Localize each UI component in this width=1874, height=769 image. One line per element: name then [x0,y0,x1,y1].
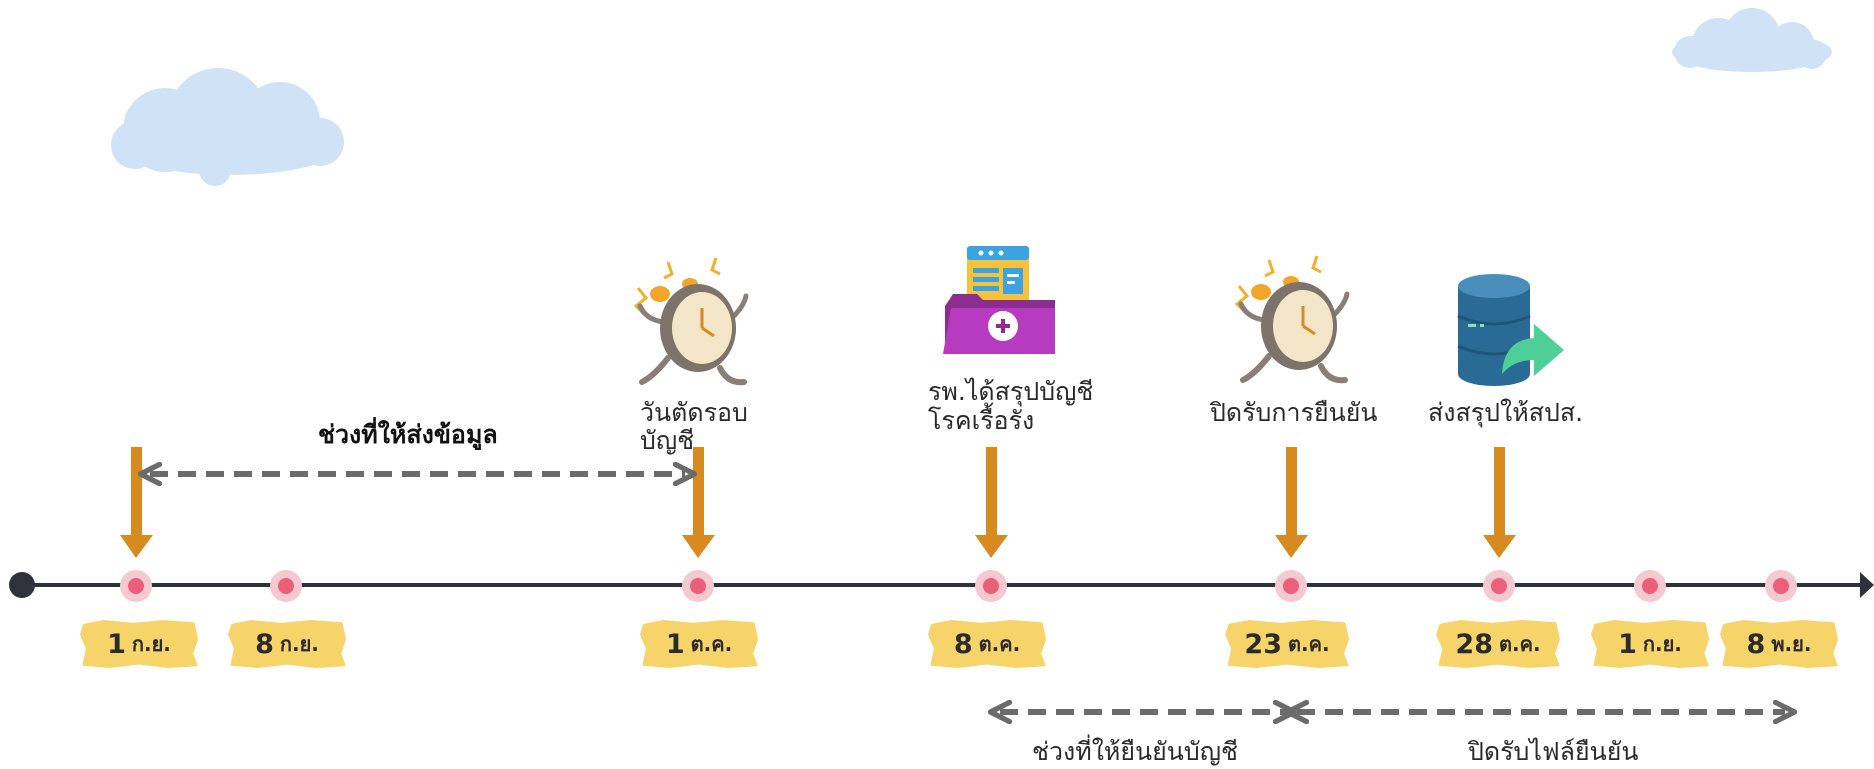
down-arrow-icon [1483,447,1516,558]
database-send-icon [1457,274,1564,386]
cutoff-label-line1: วันตัดรอบ [640,398,748,427]
cloud-icon [111,68,344,186]
timeline-dot [120,570,152,602]
down-arrow-icon [975,447,1008,558]
close-confirm-label: ปิดรับการยืนยัน [1210,398,1378,427]
timeline-dot [975,570,1007,602]
hospital-label-line1: รพ.ได้สรุปบัญชี [928,377,1094,406]
down-arrow-icon [120,447,153,558]
timeline-dot [1634,570,1666,602]
hospital-account-icon [943,246,1055,354]
send-summary-label: ส่งสรุปให้สปส. [1428,398,1584,427]
timeline-dot [682,570,714,602]
confirm-period-label: ช่วงที่ให้ยืนยันบัญชี [1032,737,1238,766]
send-period-label: ช่วงที่ให้ส่งข้อมูล [318,420,498,449]
cutoff-label-line2: บัญชี [640,426,695,455]
timeline-dot [1765,570,1797,602]
timeline-dot [270,570,302,602]
timeline-dot [1275,570,1307,602]
alarm-clock-icon [1234,255,1350,384]
hospital-label-line2: โรคเรื้อรัง [928,406,1035,435]
cloud-icon [1672,8,1832,72]
timeline-dot [1483,570,1515,602]
alarm-clock-icon [633,257,749,386]
timeline-axis [9,572,1874,598]
down-arrow-icon [1275,447,1308,558]
close-file-label: ปิดรับไฟล์ยืนยัน [1468,737,1639,766]
down-arrow-icon [682,447,715,558]
